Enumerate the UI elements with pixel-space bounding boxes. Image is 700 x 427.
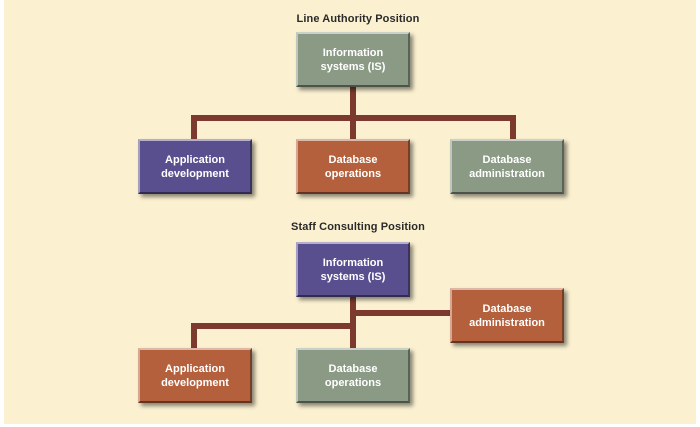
- bottom-root-is-box: Information systems (IS): [296, 242, 410, 297]
- top-connector-center-drop: [350, 115, 356, 140]
- top-database-administration-label: Database administration: [469, 153, 545, 180]
- bottom-application-development-label: Application development: [161, 362, 229, 389]
- bottom-database-operations-label: Database operations: [324, 362, 382, 389]
- bottom-connector-staff-branch: [350, 310, 454, 316]
- top-connector-root-stem: [350, 86, 356, 118]
- line-authority-title: Line Authority Position: [296, 13, 420, 25]
- bottom-connector-root-stem: [350, 296, 356, 348]
- bottom-connector-left-drop: [191, 323, 197, 349]
- bottom-database-administration-label: Database administration: [469, 302, 545, 329]
- bottom-application-development-box: Application development: [138, 348, 252, 403]
- staff-consulting-title: Staff Consulting Position: [291, 221, 425, 233]
- top-root-is-label: Information systems (IS): [320, 46, 386, 73]
- bottom-root-is-label: Information systems (IS): [320, 256, 386, 283]
- top-database-administration-box: Database administration: [450, 139, 564, 194]
- top-database-operations-box: Database operations: [296, 139, 410, 194]
- bottom-database-administration-box: Database administration: [450, 288, 564, 343]
- diagram-canvas: Line Authority Position Information syst…: [4, 0, 696, 424]
- top-application-development-label: Application development: [161, 153, 229, 180]
- top-connector-right-drop: [510, 115, 516, 140]
- top-connector-left-drop: [191, 115, 197, 140]
- top-database-operations-label: Database operations: [324, 153, 382, 180]
- top-root-is-box: Information systems (IS): [296, 32, 410, 87]
- bottom-database-operations-box: Database operations: [296, 348, 410, 403]
- bottom-connector-horizontal: [191, 323, 356, 329]
- top-application-development-box: Application development: [138, 139, 252, 194]
